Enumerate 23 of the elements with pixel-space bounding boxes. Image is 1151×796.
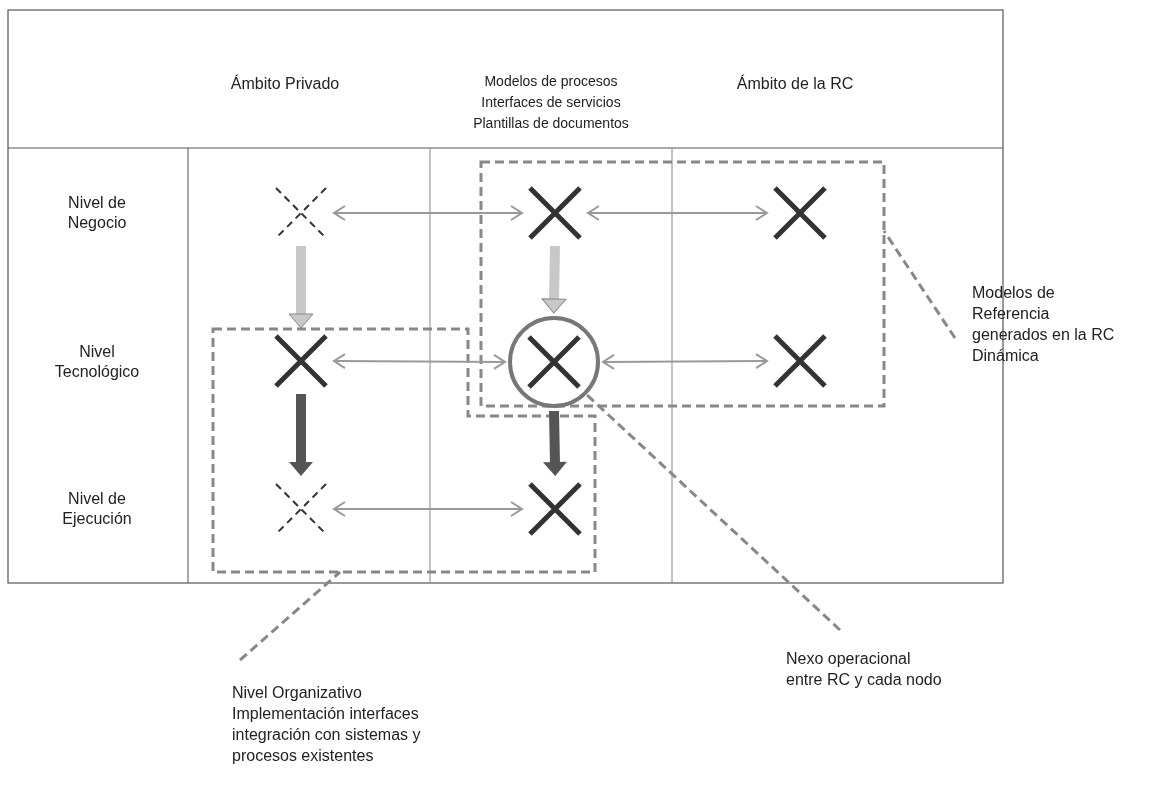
callout-text: Nivel Organizativo Implementación interfaces integración con sistemas y procesos existentes [226, 660, 461, 766]
column-header: Ámbito de la RC [735, 74, 855, 94]
circled-cross-mark [508, 316, 600, 408]
double-arrow [333, 205, 523, 221]
leader-line [882, 230, 957, 339]
row-header: Nivel de Negocio [66, 193, 128, 233]
row-header: Nivel Tecnológico [53, 342, 141, 382]
row-header: Nivel de Ejecución [61, 489, 133, 529]
double-arrow [333, 353, 506, 370]
double-arrow [587, 205, 768, 221]
leader-line [239, 570, 341, 662]
block-arrow [289, 394, 313, 476]
double-arrow [333, 501, 523, 517]
block-arrow [288, 246, 314, 329]
double-arrow [602, 353, 768, 370]
dashed-region [213, 329, 595, 572]
column-header: Modelos de procesos Interfaces de servicios Plantillas de documentos [472, 72, 630, 133]
column-header: Ámbito Privado [229, 74, 341, 94]
block-arrow [542, 410, 567, 476]
callout-text: Nexo operacional entre RC y cada nodo [786, 630, 946, 690]
callout-text: Modelos de Referencia generados en la RC Dinámica [955, 282, 1120, 366]
dashed-region [481, 162, 884, 406]
block-arrow [541, 245, 567, 314]
